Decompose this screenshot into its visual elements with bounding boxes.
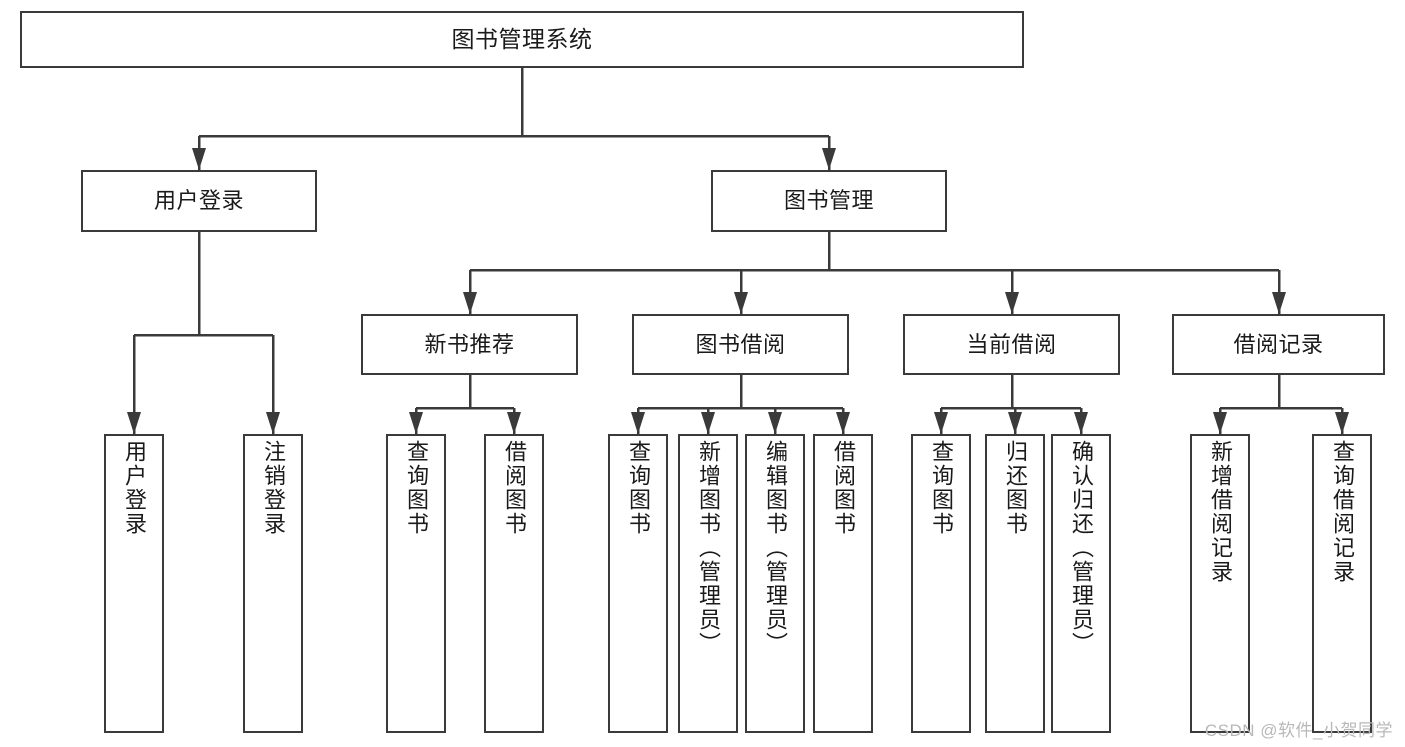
node-label: 借阅图书 bbox=[502, 440, 527, 536]
node-label: 新增借阅记录 bbox=[1208, 440, 1233, 584]
node-label: 编辑图书（管理员） bbox=[763, 440, 788, 656]
node-book-borrow[interactable]: 图书借阅 bbox=[632, 314, 849, 375]
node-new-book-rec[interactable]: 新书推荐 bbox=[361, 314, 578, 375]
conn-current-borrow-arrow-leaf-cur-confirm bbox=[1074, 412, 1088, 434]
conn-user-login-arrow-leaf-logout bbox=[266, 412, 280, 434]
conn-borrow-record-arrow-leaf-rec-add bbox=[1213, 412, 1227, 434]
node-leaf-rec-add[interactable]: 新增借阅记录 bbox=[1190, 434, 1250, 733]
node-leaf-borrow-add[interactable]: 新增图书（管理员） bbox=[678, 434, 738, 733]
node-label: 用户登录 bbox=[153, 188, 244, 214]
node-root[interactable]: 图书管理系统 bbox=[20, 11, 1024, 68]
conn-book-borrow-arrow-leaf-borrow-edit bbox=[768, 412, 782, 434]
node-label: 确认归还（管理员） bbox=[1069, 440, 1094, 656]
node-label: 图书借阅 bbox=[695, 331, 786, 357]
node-label: 注销登录 bbox=[261, 440, 286, 536]
conn-new-book-rec-arrow-leaf-rec-query bbox=[409, 412, 423, 434]
node-label: 新书推荐 bbox=[424, 331, 515, 357]
node-label: 当前借阅 bbox=[966, 331, 1057, 357]
node-leaf-cur-query[interactable]: 查询图书 bbox=[911, 434, 971, 733]
conn-book-manage-arrow-borrow-record bbox=[1272, 292, 1286, 314]
conn-book-manage-arrow-current-borrow bbox=[1005, 292, 1019, 314]
node-leaf-cur-return[interactable]: 归还图书 bbox=[985, 434, 1045, 733]
node-label: 图书管理 bbox=[783, 188, 874, 214]
node-borrow-record[interactable]: 借阅记录 bbox=[1172, 314, 1385, 375]
node-leaf-user-login[interactable]: 用户登录 bbox=[104, 434, 164, 733]
conn-current-borrow-arrow-leaf-cur-query bbox=[934, 412, 948, 434]
conn-new-book-rec-arrow-leaf-rec-borrow bbox=[507, 412, 521, 434]
node-user-login[interactable]: 用户登录 bbox=[81, 170, 317, 232]
node-leaf-rec-search[interactable]: 查询借阅记录 bbox=[1312, 434, 1372, 733]
conn-current-borrow-arrow-leaf-cur-return bbox=[1008, 412, 1022, 434]
node-leaf-borrow-edit[interactable]: 编辑图书（管理员） bbox=[745, 434, 805, 733]
conn-book-manage-arrow-new-book-rec bbox=[463, 292, 477, 314]
node-leaf-rec-query[interactable]: 查询图书 bbox=[386, 434, 446, 733]
conn-book-borrow-arrow-leaf-borrow-add bbox=[701, 412, 715, 434]
node-leaf-borrow-query[interactable]: 查询图书 bbox=[608, 434, 668, 733]
conn-root-arrow-book-manage bbox=[822, 148, 836, 170]
watermark-label: CSDN @软件_小贺同学 bbox=[1204, 721, 1393, 740]
conn-book-borrow-arrow-leaf-borrow-query bbox=[631, 412, 645, 434]
conn-user-login-arrow-leaf-user-login bbox=[127, 412, 141, 434]
node-label: 查询图书 bbox=[626, 440, 651, 536]
node-current-borrow[interactable]: 当前借阅 bbox=[903, 314, 1120, 375]
node-label: 查询图书 bbox=[929, 440, 954, 536]
node-label: 查询图书 bbox=[404, 440, 429, 536]
node-leaf-borrow-lend[interactable]: 借阅图书 bbox=[813, 434, 873, 733]
conn-book-borrow-arrow-leaf-borrow-lend bbox=[836, 412, 850, 434]
node-leaf-logout[interactable]: 注销登录 bbox=[243, 434, 303, 733]
node-label: 归还图书 bbox=[1003, 440, 1028, 536]
node-book-manage[interactable]: 图书管理 bbox=[711, 170, 947, 232]
node-leaf-cur-confirm[interactable]: 确认归还（管理员） bbox=[1051, 434, 1111, 733]
conn-book-manage-arrow-book-borrow bbox=[734, 292, 748, 314]
node-label: 借阅图书 bbox=[831, 440, 856, 536]
node-label: 新增图书（管理员） bbox=[696, 440, 721, 656]
node-label: 用户登录 bbox=[122, 440, 147, 536]
node-label: 图书管理系统 bbox=[451, 25, 593, 52]
conn-borrow-record-arrow-leaf-rec-search bbox=[1335, 412, 1349, 434]
node-leaf-rec-borrow[interactable]: 借阅图书 bbox=[484, 434, 544, 733]
conn-root-arrow-user-login bbox=[192, 148, 206, 170]
node-label: 查询借阅记录 bbox=[1330, 440, 1355, 584]
node-label: 借阅记录 bbox=[1233, 331, 1324, 357]
